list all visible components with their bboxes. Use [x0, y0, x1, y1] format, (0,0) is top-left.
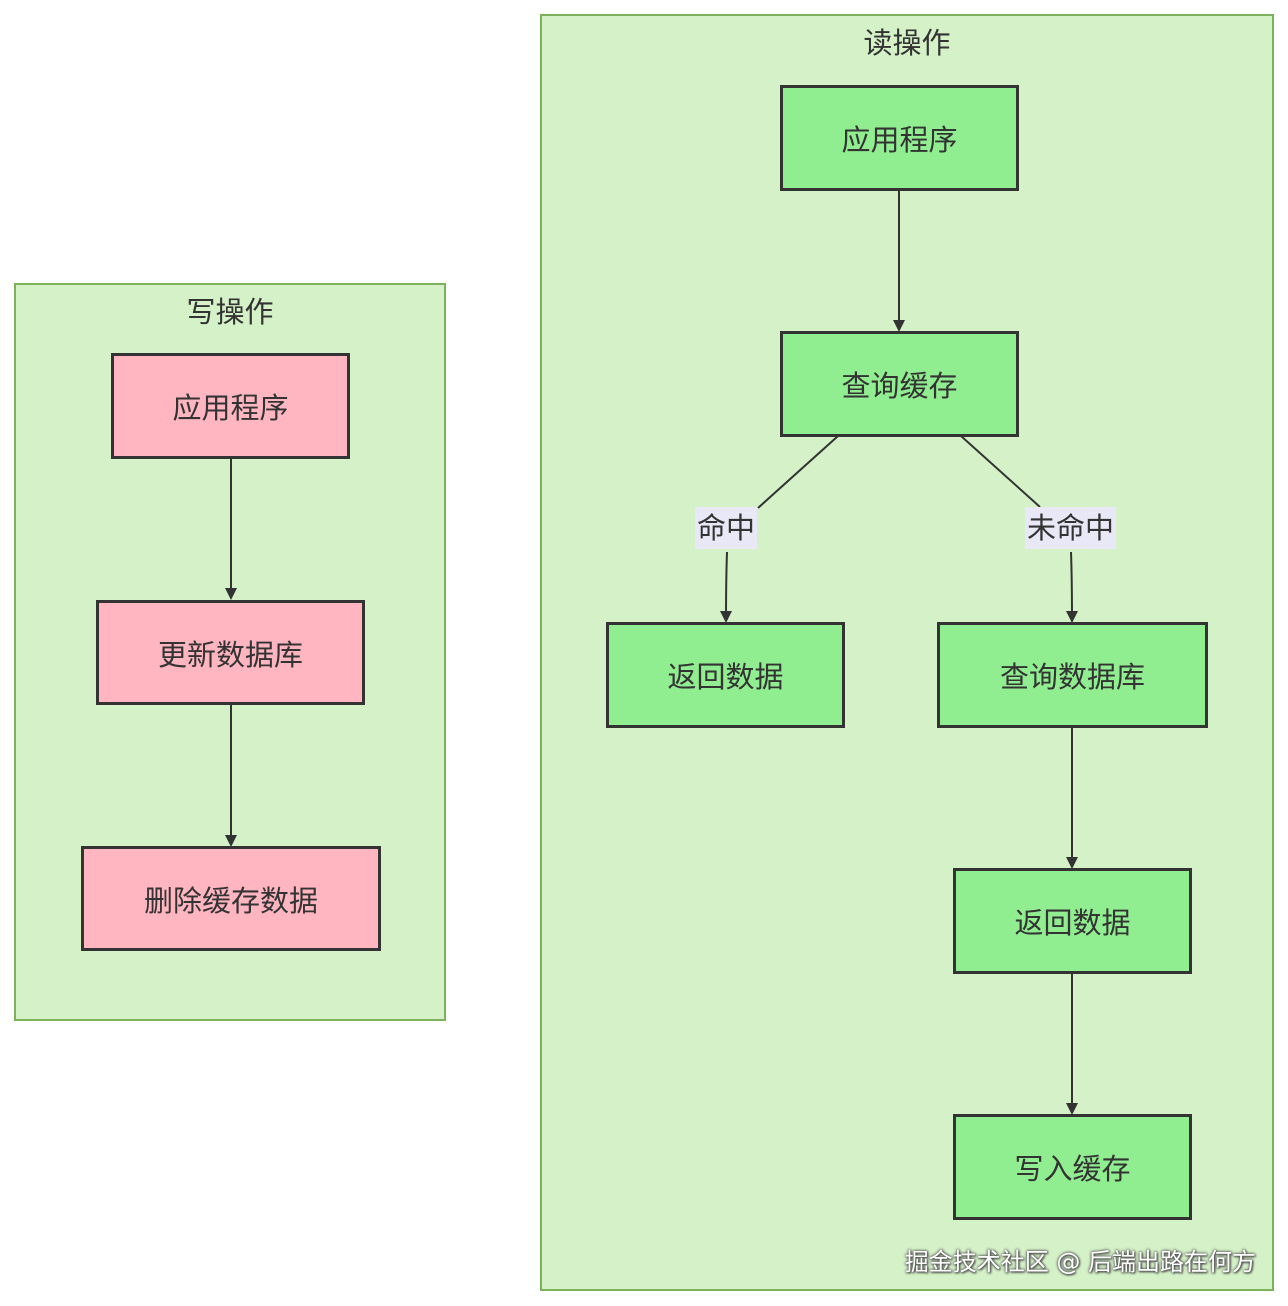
- write-node-app: 应用程序: [111, 353, 350, 459]
- edge-label-hit: 命中: [695, 507, 758, 549]
- edge-read-hit: [726, 435, 839, 621]
- read-node-app: 应用程序: [780, 85, 1019, 191]
- edge-read-miss: [960, 435, 1072, 621]
- write-node-delete-cache: 删除缓存数据: [81, 846, 381, 951]
- read-node-write-cache: 写入缓存: [953, 1114, 1192, 1220]
- write-node-update-db: 更新数据库: [96, 600, 365, 705]
- read-node-query-db: 查询数据库: [937, 622, 1208, 728]
- edge-label-miss: 未命中: [1025, 507, 1117, 549]
- read-cluster-title: 读操作: [863, 26, 951, 60]
- read-node-return-data-miss: 返回数据: [953, 868, 1192, 974]
- read-node-query-cache: 查询缓存: [780, 331, 1019, 437]
- watermark: 掘金技术社区 @ 后端出路在何方: [904, 1248, 1256, 1276]
- read-node-return-data-hit: 返回数据: [606, 622, 845, 728]
- write-cluster-title: 写操作: [186, 295, 274, 329]
